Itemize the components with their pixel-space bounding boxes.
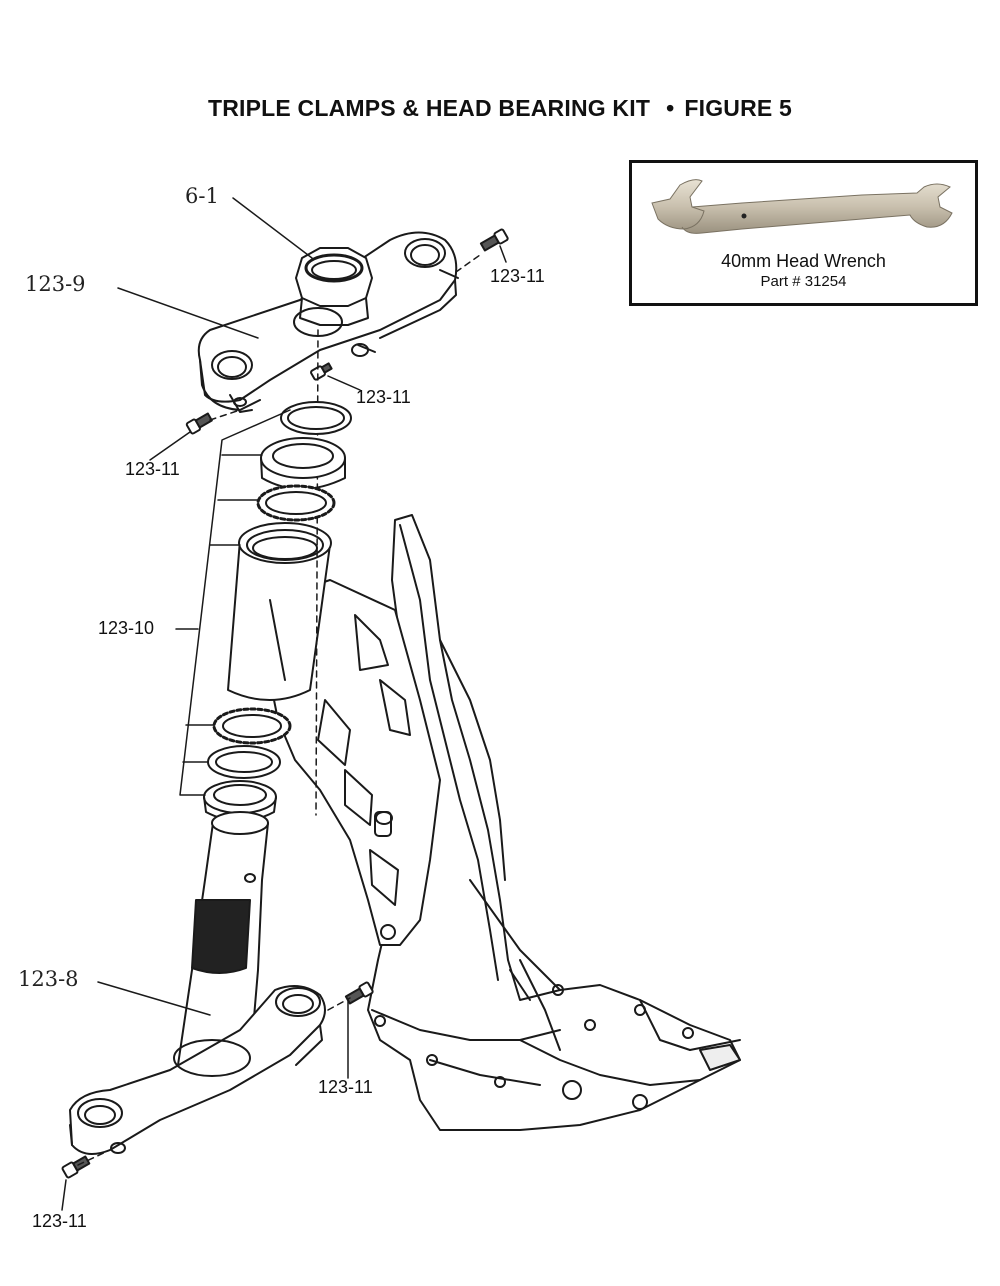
bolt-upper-left (185, 412, 213, 435)
bolt-lower-left (61, 1155, 91, 1179)
callout-bolt-lower-mid: 123-11 (318, 1077, 373, 1097)
figure-number: FIGURE 5 (684, 95, 793, 121)
callout-top-nut: 6-1 (185, 184, 219, 208)
tool-name: 40mm Head Wrench (721, 251, 886, 271)
figure-title-main: TRIPLE CLAMPS & HEAD BEARING KIT (207, 95, 651, 121)
bolt-upper-mid (310, 362, 333, 381)
frame-body (367, 514, 741, 1131)
callout-bolt-upper-left: 123-11 (125, 459, 180, 479)
callout-bolt-top-right: 123-11 (490, 266, 545, 286)
callout-bolt-lower-left: 123-11 (32, 1211, 87, 1231)
upper-triple-clamp (197, 231, 459, 413)
bearing-stack-lower (203, 707, 292, 822)
callout-lower-clamp: 123-8 (18, 967, 79, 991)
bolt-lower-mid (344, 981, 374, 1005)
figure-title: TRIPLE CLAMPS & HEAD BEARING KIT • FIGURE … (0, 95, 1000, 122)
bolt-top-right (479, 228, 509, 252)
lower-triple-clamp (69, 985, 326, 1155)
callout-bearing-kit: 123-10 (98, 618, 155, 638)
bearing-kit-bracket (175, 409, 291, 796)
tool-inset: 40mm Head Wrench Part # 31254 (629, 160, 978, 306)
callout-bolt-upper-mid: 123-11 (356, 387, 411, 407)
head-tube (227, 522, 332, 701)
top-nut (295, 247, 373, 326)
callout-upper-clamp: 123-9 (25, 272, 86, 296)
bearing-stack-upper (256, 401, 352, 522)
wrench-icon (651, 179, 953, 234)
leader-lines (61, 197, 507, 1211)
title-separator: • (666, 95, 675, 121)
tool-part-number: Part # 31254 (760, 273, 847, 290)
